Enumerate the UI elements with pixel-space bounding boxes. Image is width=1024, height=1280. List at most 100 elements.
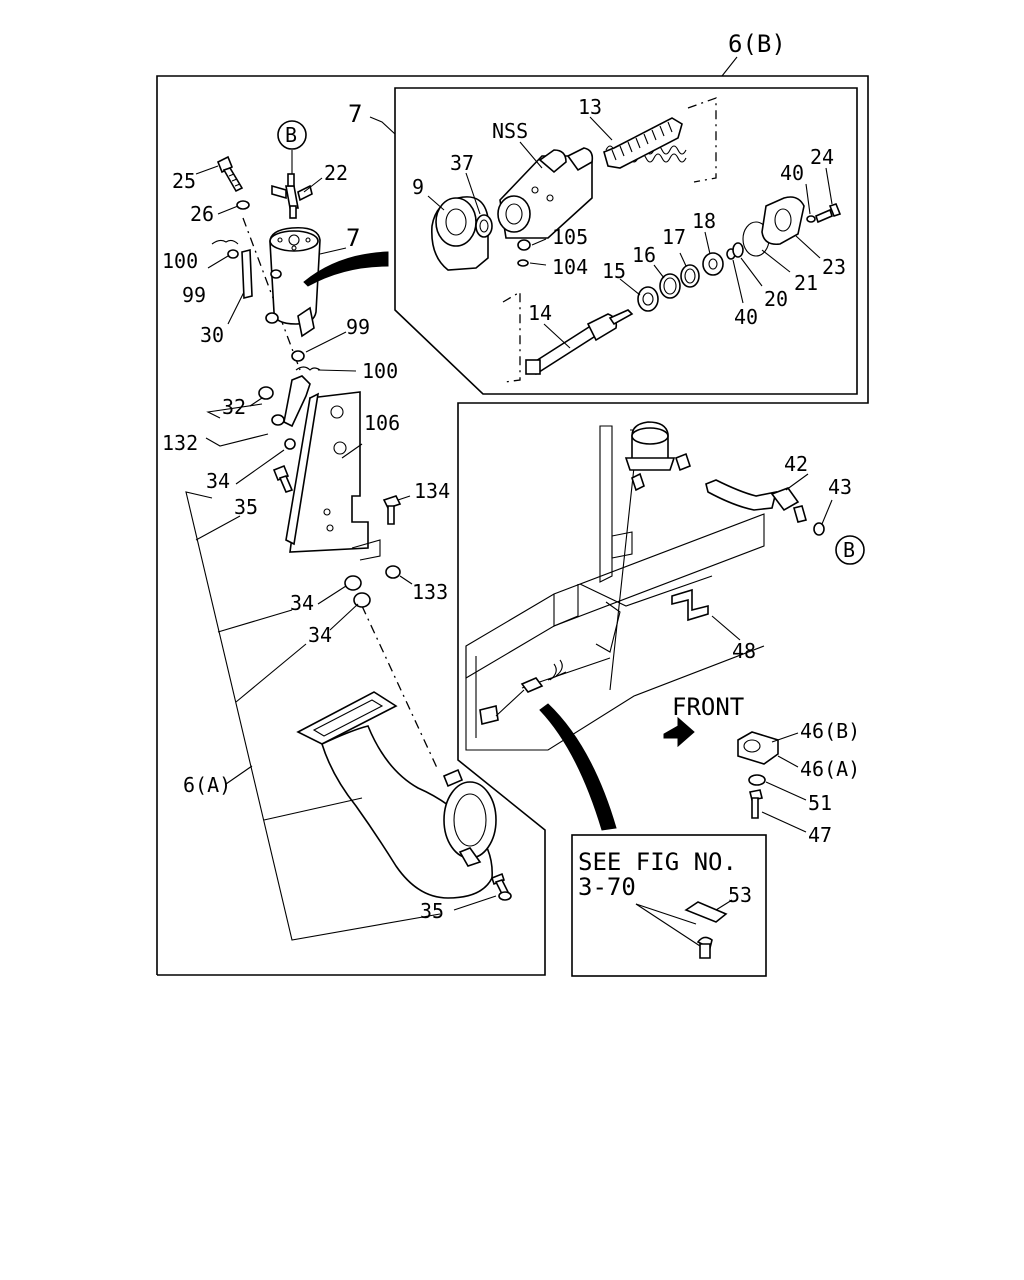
label-9: 9 (412, 175, 424, 199)
part-22-connector (271, 173, 313, 219)
part-132-fitting (271, 414, 285, 426)
label-53: 53 (728, 883, 752, 907)
label-42: 42 (784, 452, 808, 476)
part-47-bolt (749, 789, 763, 819)
label-51: 51 (808, 791, 832, 815)
label-32: 32 (222, 395, 246, 419)
part-6a-pipe (296, 691, 497, 899)
part-13-spring (603, 117, 687, 169)
part-104-washer (517, 259, 529, 267)
inset-actuator-parts (427, 97, 842, 383)
label-35-upper: 35 (234, 495, 258, 519)
see-fig-frame (571, 834, 767, 977)
part-30-arm (241, 248, 253, 300)
main-frame (156, 75, 869, 976)
front-arrow-icon (663, 716, 695, 748)
part-20-oring (732, 242, 744, 258)
part-99-washer-upper (227, 249, 239, 259)
valve-unit (624, 421, 691, 492)
part-32-nut (258, 386, 274, 400)
inset-leaders (427, 116, 833, 349)
part-7-actuator (265, 226, 321, 338)
part-133-nut (385, 565, 401, 579)
label-15: 15 (602, 259, 626, 283)
label-6a: 6(A) (183, 773, 231, 797)
label-47: 47 (808, 823, 832, 847)
label-35-lower: 35 (420, 899, 444, 923)
label-20: 20 (764, 287, 788, 311)
part-34-washer-mid (344, 575, 362, 591)
part-99-washer-lower (291, 350, 305, 362)
label-106: 106 (364, 411, 400, 435)
part-24-bolt (815, 203, 842, 224)
part-35-bolt-lower (491, 872, 512, 901)
view-arrow-bottom (539, 703, 617, 831)
label-25: 25 (172, 169, 196, 193)
label-16: 16 (632, 243, 656, 267)
label-30: 30 (200, 323, 224, 347)
label-133: 133 (412, 580, 448, 604)
view-arrow-top (303, 251, 389, 287)
part-15-piston (637, 286, 659, 312)
label-21: 21 (794, 271, 818, 295)
part-14-pushrod (525, 309, 634, 376)
part-42-hose (705, 479, 807, 523)
label-see-fig-2: 3-70 (578, 873, 636, 901)
part-25-bolt (216, 155, 244, 193)
part-100-clip-upper (211, 239, 239, 245)
label-100-upper: 100 (162, 249, 198, 273)
label-17: 17 (662, 225, 686, 249)
label-7-inset: 7 (346, 224, 360, 252)
label-34-mid: 34 (290, 591, 314, 615)
part-18-seal (702, 252, 724, 276)
reference-b-top (277, 120, 307, 150)
label-40-lower: 40 (734, 305, 758, 329)
label-26: 26 (190, 202, 214, 226)
frame-clamp (479, 659, 567, 725)
part-34-washer-low (353, 592, 371, 608)
label-34-low: 34 (308, 623, 332, 647)
label-48: 48 (732, 639, 756, 663)
label-132: 132 (162, 431, 198, 455)
part-23-cover (761, 196, 805, 246)
label-46a: 46(A) (800, 757, 860, 781)
label-43: 43 (828, 475, 852, 499)
part-34-washer-top (284, 438, 296, 450)
label-34-top: 34 (206, 469, 230, 493)
part-35-bolt-upper (272, 464, 294, 493)
label-105: 105 (552, 225, 588, 249)
part-48-bracket (671, 588, 709, 622)
part-134-bolt (382, 495, 402, 525)
part-37-seal (475, 214, 493, 238)
label-18: 18 (692, 209, 716, 233)
label-7-main: 7 (348, 100, 362, 128)
part-46-clamp (737, 731, 779, 765)
left-assembly (185, 120, 512, 941)
part-9-cap (431, 196, 489, 271)
inset-frame-actuator (394, 87, 858, 395)
label-front: FRONT (672, 693, 744, 721)
label-6b: 6(B) (728, 30, 786, 58)
part-100-clip-lower (295, 366, 321, 371)
label-22: 22 (324, 161, 348, 185)
label-see-fig-1: SEE FIG NO. (578, 848, 737, 876)
part-51-washer (748, 774, 766, 786)
part-40-washer-upper (806, 215, 816, 223)
label-14: 14 (528, 301, 552, 325)
part-16-ring (659, 273, 681, 299)
label-46b: 46(B) (800, 719, 860, 743)
label-134: 134 (414, 479, 450, 503)
part-nss-body (497, 147, 594, 239)
label-37: 37 (450, 151, 474, 175)
label-104: 104 (552, 255, 588, 279)
label-nss: NSS (492, 119, 528, 143)
label-23: 23 (822, 255, 846, 279)
part-43-washer (813, 522, 825, 536)
label-100-lower: 100 (362, 359, 398, 383)
chassis-frame (465, 421, 865, 751)
reference-b-right (835, 535, 865, 565)
label-99-upper: 99 (182, 283, 206, 307)
part-17-ring (680, 264, 700, 288)
label-99-lower: 99 (346, 315, 370, 339)
